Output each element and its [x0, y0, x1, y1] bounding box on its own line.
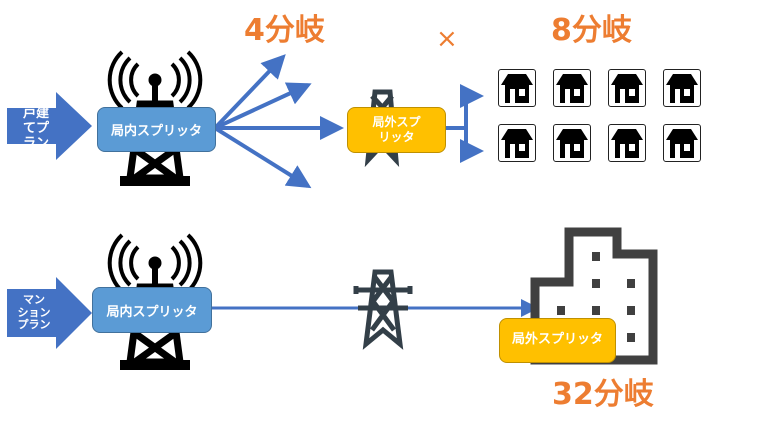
inner-splitter-top: 局内スプリッタ: [97, 107, 216, 152]
mansion-plan-label: マン ション プラン: [17, 293, 51, 332]
outer-splitter-bottom: 局外スプリッタ: [499, 318, 616, 363]
second-branch-label: 8分岐: [551, 13, 632, 48]
house-icon: [608, 69, 646, 107]
antenna-tower-icon-top: [107, 50, 203, 186]
house-icon: [553, 124, 591, 162]
inner-splitter-bottom: 局内スプリッタ: [92, 287, 212, 333]
pylon-icon-bottom: [353, 269, 413, 350]
plan-arrow-detached: [7, 92, 92, 160]
house-icon: [663, 69, 701, 107]
house-icon: [663, 124, 701, 162]
plan-arrow-mansion: [7, 277, 92, 349]
detached-plan-label: 戸建 てプ ラン: [22, 106, 49, 151]
house-icon: [608, 124, 646, 162]
second-branch-arrows: [444, 84, 484, 163]
first-branch-arrows: [213, 54, 344, 189]
house-icon: [498, 124, 536, 162]
house-icon: [498, 69, 536, 107]
first-branch-label: 4分岐: [244, 13, 325, 48]
outer-splitter-top: 局外スプ リッタ: [347, 107, 446, 153]
house-icon: [553, 69, 591, 107]
multiply-symbol: ×: [436, 24, 458, 54]
mansion-branch-label: 32分岐: [552, 377, 654, 412]
